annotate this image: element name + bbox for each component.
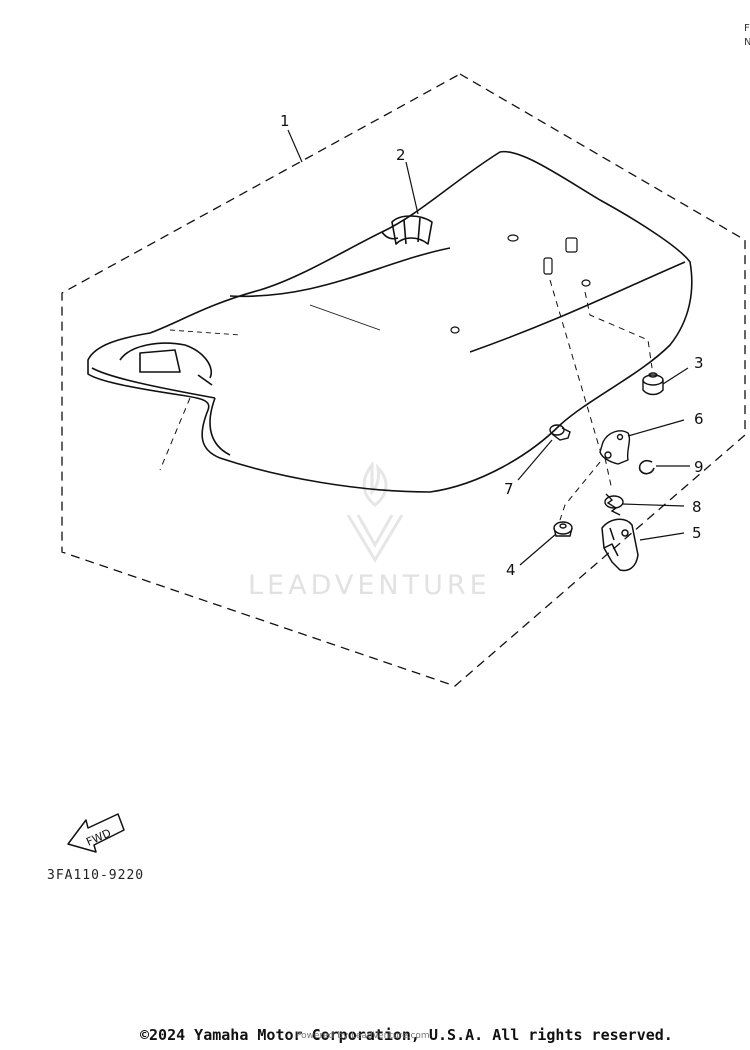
assembly-boundary [61,73,746,687]
powered-by-note: Powered by LeadVenture.com [296,1031,430,1041]
callout-7: 7 [504,480,514,498]
corner-mark-1: F [744,23,750,34]
fwd-arrow-icon: FWD [67,813,125,853]
part-4-nut [553,521,573,537]
part-7-bolt [549,424,571,441]
watermark-text: LEADVENTURE [248,570,491,601]
reference-code: 3FA110-9220 [47,868,145,883]
callout-3: 3 [694,354,704,372]
callout-leaders [287,129,690,566]
callout-9: 9 [694,458,704,476]
part-3-damper [642,372,664,396]
callout-4: 4 [506,561,516,579]
part-5-latch [601,518,639,572]
callout-1: 1 [280,112,290,130]
callout-5: 5 [692,524,702,542]
copyright-notice: ©2024 Yamaha Motor Corporation, U.S.A. A… [140,1026,673,1044]
watermark-logo-icon [346,460,404,563]
assembly-guide-lines [159,279,653,521]
seat-assembly [87,150,693,493]
callout-2: 2 [396,146,406,164]
corner-mark-2: N [744,37,750,48]
callout-6: 6 [694,410,704,428]
callout-numbers: 1 2 3 4 5 6 7 8 9 [280,112,704,579]
part-8-spring [604,493,624,516]
corner-marks: F N [744,22,750,50]
part-9-clip [638,459,655,475]
fwd-label: FWD [84,826,113,848]
part-6-plate [599,430,631,465]
seat-mounting-holes [450,234,591,334]
callout-8: 8 [692,498,702,516]
